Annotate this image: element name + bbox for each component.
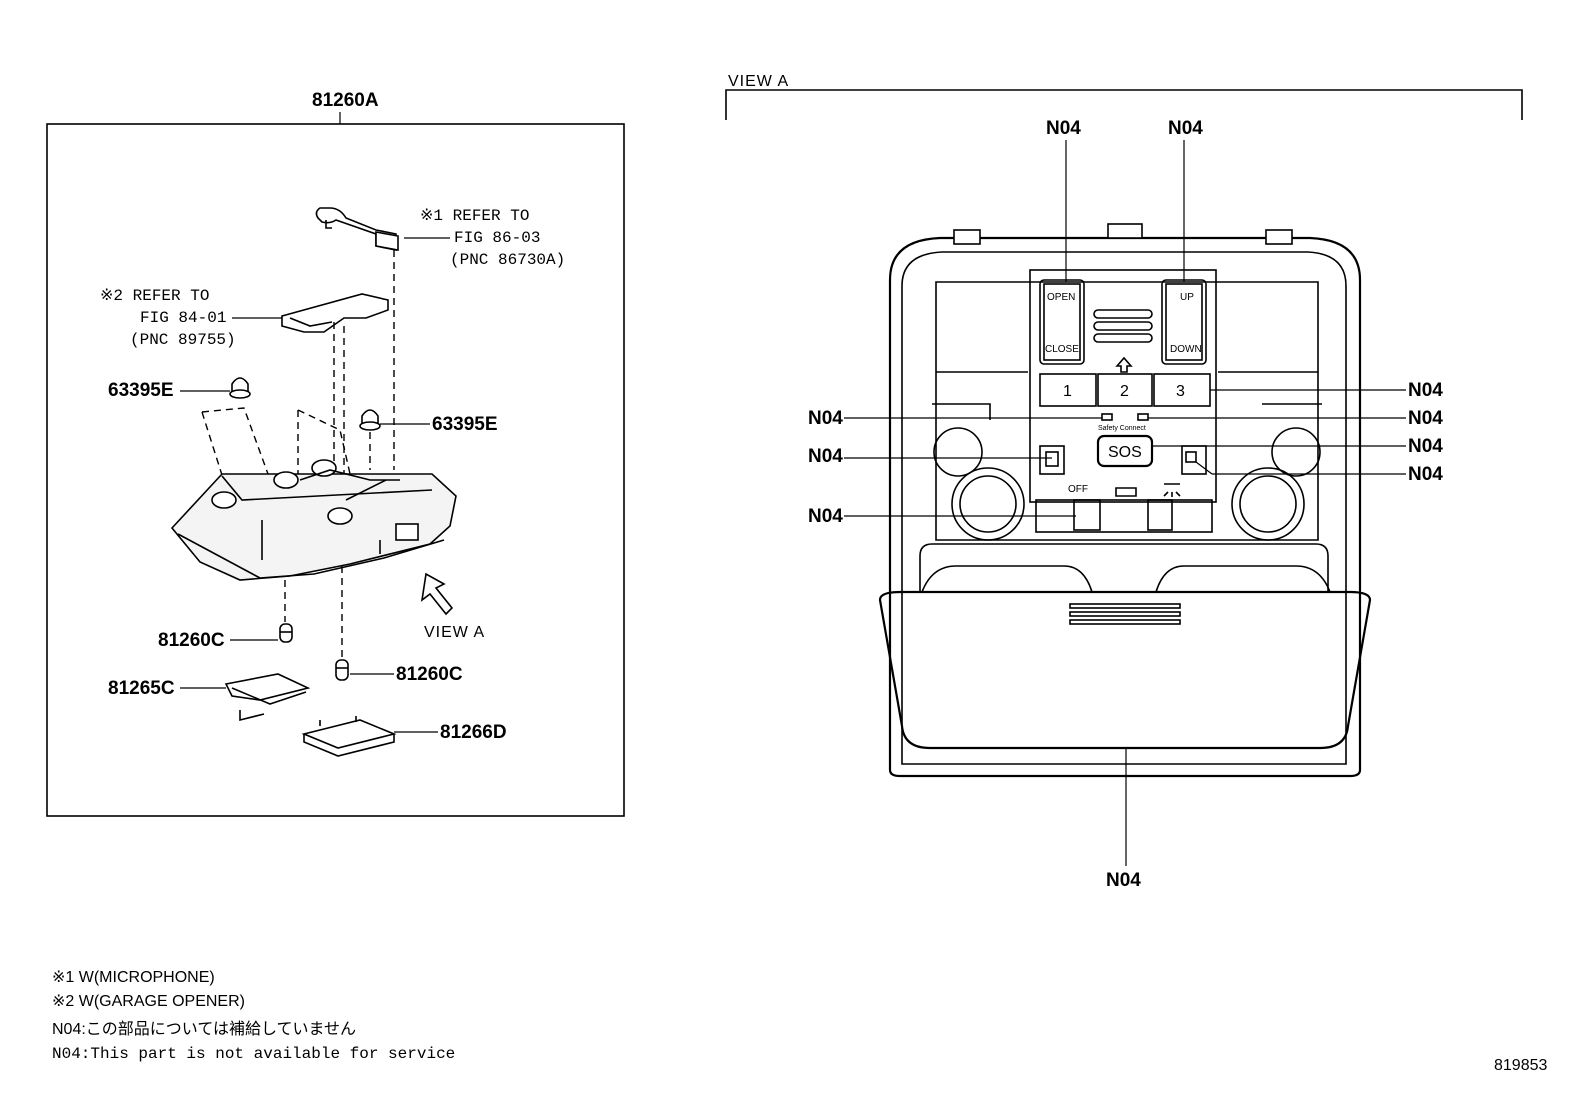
ref2-line2: FIG 84-01 xyxy=(140,309,226,327)
callout-n04-mic-left[interactable]: N04 xyxy=(808,446,843,467)
sos-button[interactable]: SOS xyxy=(1096,434,1154,468)
footnotes: ※1 W(MICROPHONE) ※2 W(GARAGE OPENER) N04… xyxy=(52,969,455,1063)
assembly-frame xyxy=(46,123,625,817)
ref1-line1: ※1 REFER TO xyxy=(420,207,529,225)
microphone-harness[interactable] xyxy=(315,207,399,251)
assembly-label[interactable]: 81260A xyxy=(312,90,379,111)
clip-63395e-left[interactable] xyxy=(229,377,251,399)
clip-right-label[interactable]: 63395E xyxy=(432,414,498,435)
footnote-3: N04:この部品については補給していません xyxy=(52,1020,356,1038)
callout-n04-mic-right[interactable]: N04 xyxy=(1408,464,1443,485)
off-label: OFF xyxy=(1068,484,1088,495)
sunroof-open-close-switch[interactable]: OPEN CLOSE xyxy=(1039,279,1085,365)
bulb-right-label[interactable]: 81260C xyxy=(396,664,463,685)
lens-81265c-label[interactable]: 81265C xyxy=(108,678,175,699)
callout-n04-dome-switch[interactable]: N04 xyxy=(808,506,843,527)
ref1-line2: FIG 86-03 xyxy=(454,229,540,247)
callout-n04-buttons[interactable]: N04 xyxy=(1408,380,1443,401)
sos-label: SOS xyxy=(1108,444,1142,461)
footnote-4: N04:This part is not available for servi… xyxy=(52,1045,455,1063)
sunroof-up-down-switch[interactable]: UP DOWN xyxy=(1161,279,1207,365)
garage-opener-module[interactable] xyxy=(281,293,389,333)
view-arrow-label: VIEW A xyxy=(424,624,485,641)
door-icon xyxy=(1115,487,1137,497)
indicator-right xyxy=(1137,413,1149,421)
ref1-line3: (PNC 86730A) xyxy=(450,251,565,269)
mic-left[interactable] xyxy=(1039,445,1065,475)
ref2-line3: (PNC 89755) xyxy=(130,331,236,349)
lens-81265c[interactable] xyxy=(224,673,311,722)
callout-n04-sos[interactable]: N04 xyxy=(1408,436,1443,457)
garage-button-2[interactable]: 2 xyxy=(1097,373,1153,407)
view-a-bracket xyxy=(725,89,1523,120)
view-a-title: VIEW A xyxy=(728,73,789,90)
ref2-line1: ※2 REFER TO xyxy=(100,287,209,305)
callout-n04-holder[interactable]: N04 xyxy=(1106,870,1141,891)
callout-n04-top-left[interactable]: N04 xyxy=(1046,118,1081,139)
switch-close-label: CLOSE xyxy=(1045,344,1079,355)
switch-open-label: OPEN xyxy=(1047,292,1075,303)
safety-connect-label: Safety Connect xyxy=(1098,425,1146,432)
clip-left-label[interactable]: 63395E xyxy=(108,380,174,401)
view-a-panel: VIEW A xyxy=(725,73,1523,891)
home-icon xyxy=(1115,356,1133,373)
garage-button-3-label: 3 xyxy=(1176,383,1185,400)
switch-up-label: UP xyxy=(1180,292,1194,303)
lens-81266d[interactable] xyxy=(301,716,397,757)
footnote-1: ※1 W(MICROPHONE) xyxy=(52,969,215,986)
figure-id: 819853 xyxy=(1494,1057,1547,1074)
console-housing[interactable] xyxy=(170,459,457,581)
overhead-console[interactable] xyxy=(878,223,1372,778)
bulb-81260c-right[interactable] xyxy=(335,659,349,681)
bulb-81260c-left[interactable] xyxy=(279,623,293,643)
garage-button-2-label: 2 xyxy=(1120,383,1129,400)
garage-button-1[interactable]: 1 xyxy=(1039,373,1097,407)
lens-81266d-label[interactable]: 81266D xyxy=(440,722,507,743)
callout-n04-top-right[interactable]: N04 xyxy=(1168,118,1203,139)
bulb-left-label[interactable]: 81260C xyxy=(158,630,225,651)
garage-button-3[interactable]: 3 xyxy=(1153,373,1211,407)
garage-button-1-label: 1 xyxy=(1063,383,1072,400)
assembly-panel: 81260A ※1 REFER TO FIG 86-03 (PNC 86730A… xyxy=(46,90,625,817)
footnote-2: ※2 W(GARAGE OPENER) xyxy=(52,993,245,1010)
dome-lamp-icon xyxy=(1163,483,1181,497)
view-a-arrow[interactable] xyxy=(420,572,454,616)
clip-63395e-right[interactable] xyxy=(359,409,381,431)
indicator-left xyxy=(1101,413,1113,421)
callout-n04-indicator-right[interactable]: N04 xyxy=(1408,408,1443,429)
callout-n04-indicator-left[interactable]: N04 xyxy=(808,408,843,429)
switch-down-label: DOWN xyxy=(1170,344,1202,355)
